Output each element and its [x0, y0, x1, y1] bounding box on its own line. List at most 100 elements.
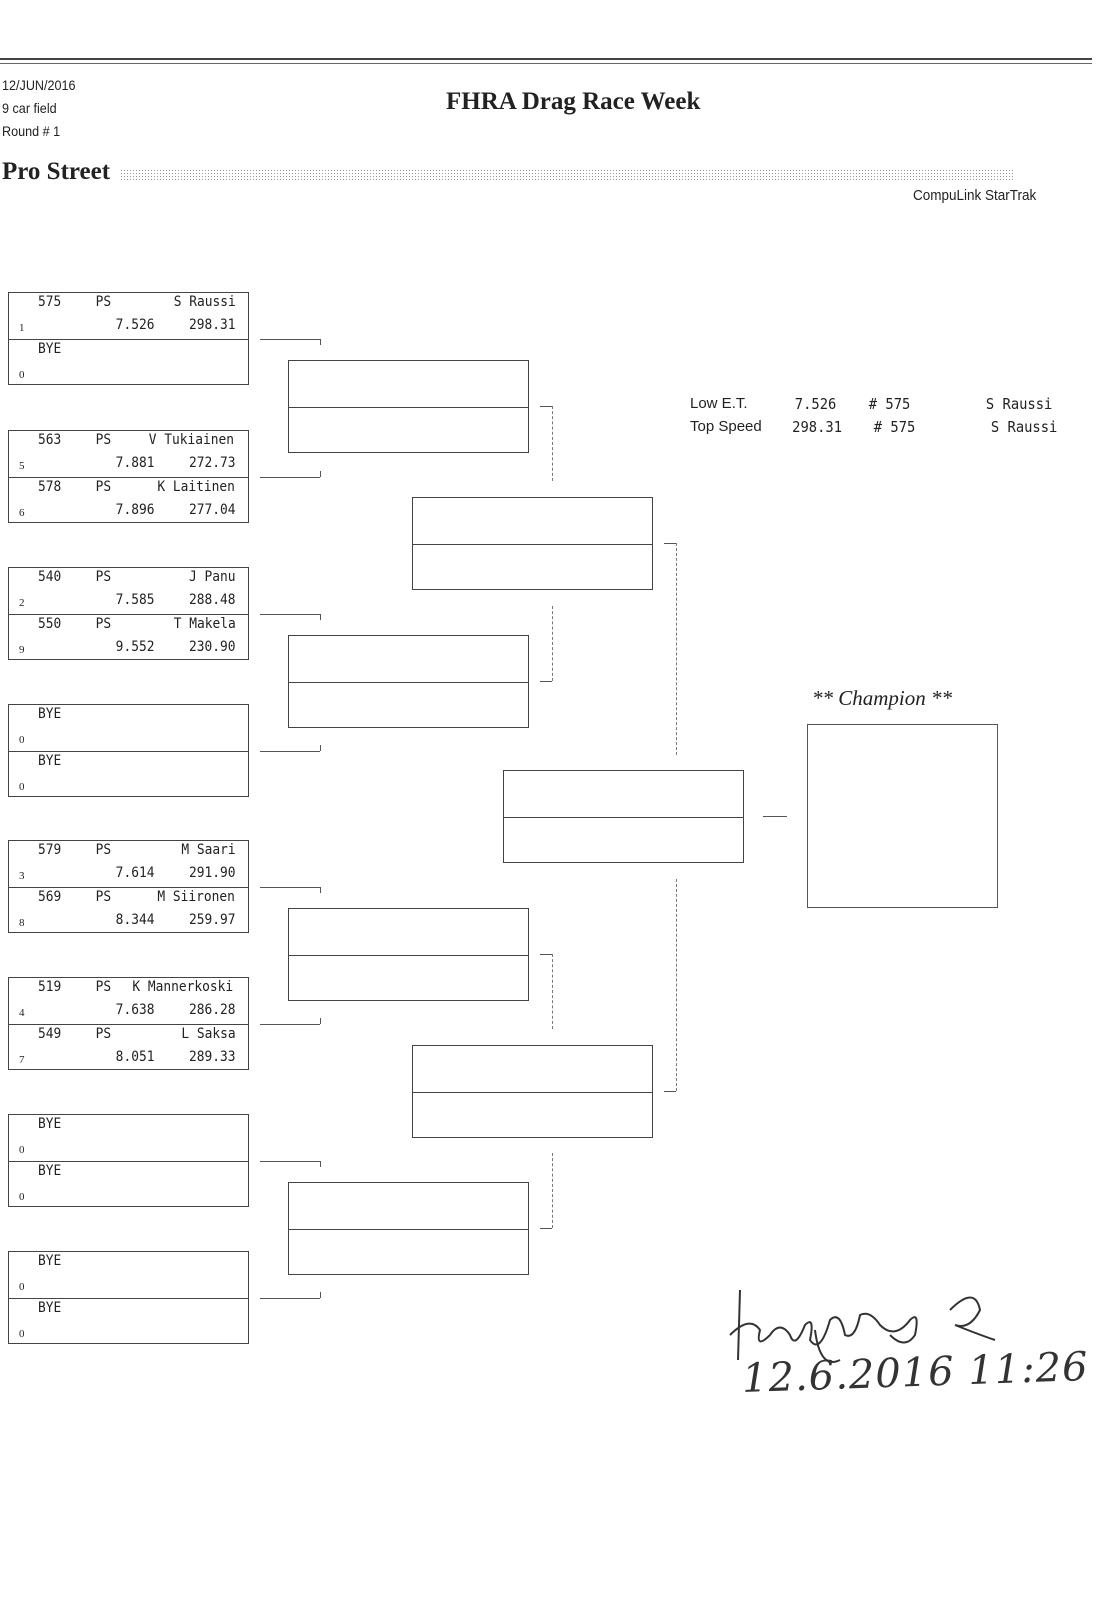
car-number: 579 [38, 842, 62, 858]
connector-line [260, 751, 320, 752]
connector-tick [320, 1292, 321, 1298]
elapsed-time: 8.344 [115, 912, 155, 928]
empty-slot [413, 498, 652, 543]
class-code: PS [95, 979, 112, 995]
top-speed: 298.31 [189, 317, 236, 333]
empty-slot [289, 1183, 528, 1228]
empty-slot [504, 817, 743, 863]
driver-name: J Panu [189, 569, 236, 585]
connector-line [260, 477, 320, 478]
seed-number: 0 [19, 369, 25, 381]
seed-number: 5 [19, 460, 25, 472]
empty-slot [413, 544, 652, 590]
connector-line [664, 543, 676, 544]
system-name: CompuLink StarTrak [913, 187, 1037, 204]
elapsed-time: 7.614 [115, 865, 155, 881]
round2-box [288, 1182, 529, 1275]
driver-name: M Siironen [157, 889, 235, 905]
seed-number: 9 [19, 644, 25, 656]
seed-number: 0 [19, 781, 25, 793]
car-number: 550 [38, 616, 62, 632]
elapsed-time: 7.585 [115, 592, 155, 608]
car-number: BYE [38, 706, 62, 722]
driver-name: S Raussi [173, 294, 236, 310]
connector-line [260, 1298, 320, 1299]
connector-line [260, 1024, 320, 1025]
empty-slot [289, 682, 528, 728]
top-speed: 288.48 [189, 592, 236, 608]
car-number: 575 [38, 294, 62, 310]
driver-name: K Mannerkoski [132, 979, 234, 995]
connector-tick [320, 1161, 321, 1167]
seed-number: 4 [19, 1007, 25, 1019]
connector-line [540, 1228, 552, 1229]
empty-slot [289, 955, 528, 1001]
connector-line [260, 339, 320, 340]
class-code: PS [95, 842, 112, 858]
elapsed-time: 9.552 [115, 639, 155, 655]
class-code: PS [95, 479, 112, 495]
driver-name: T Makela [173, 616, 236, 632]
round2-box [288, 635, 529, 728]
class-code: PS [95, 889, 112, 905]
elapsed-time: 7.526 [115, 317, 155, 333]
empty-slot [504, 771, 743, 816]
connector-line [664, 1091, 676, 1092]
top-speed: 277.04 [189, 502, 236, 518]
top-speed-label: Top Speed [690, 418, 762, 435]
final-box [503, 770, 744, 863]
empty-slot [289, 1229, 528, 1275]
top-speed-car: # 575 [873, 418, 916, 436]
connector-line [540, 681, 552, 682]
connector-line [540, 954, 552, 955]
elapsed-time: 8.051 [115, 1049, 155, 1065]
handwritten-signature [729, 1289, 996, 1363]
driver-name: M Saari [181, 842, 236, 858]
connector-dashed [552, 406, 553, 481]
top-speed: 286.28 [189, 1002, 236, 1018]
empty-slot [289, 407, 528, 453]
racer-entry: 519 PS K Mannerkoski 4 7.638 286.28 [9, 978, 248, 1023]
top-speed: 291.90 [189, 865, 236, 881]
empty-slot [413, 1092, 652, 1138]
connector-dashed [676, 879, 677, 1091]
elapsed-time: 7.896 [115, 502, 155, 518]
seed-number: 6 [19, 507, 25, 519]
seed-number: 2 [19, 597, 25, 609]
final-connector [763, 816, 787, 817]
field-size: 9 car field [2, 100, 57, 116]
connector-tick [320, 471, 321, 477]
connector-tick [320, 339, 321, 345]
car-number: 540 [38, 569, 62, 585]
elapsed-time: 7.638 [115, 1002, 155, 1018]
car-number: BYE [38, 1163, 62, 1179]
round2-box [288, 908, 529, 1001]
top-speed-driver: S Raussi [990, 418, 1058, 436]
top-speed: 272.73 [189, 455, 236, 471]
empty-slot [289, 909, 528, 954]
car-number: 519 [38, 979, 62, 995]
low-et-car: # 575 [868, 395, 911, 413]
seed-number: 1 [19, 322, 25, 334]
dotted-fill [120, 169, 1013, 181]
round-number: Round # 1 [2, 123, 61, 139]
connector-tick [320, 1018, 321, 1024]
car-number: BYE [38, 753, 62, 769]
champion-box [807, 724, 998, 908]
connector-line [260, 887, 320, 888]
car-number: 569 [38, 889, 62, 905]
